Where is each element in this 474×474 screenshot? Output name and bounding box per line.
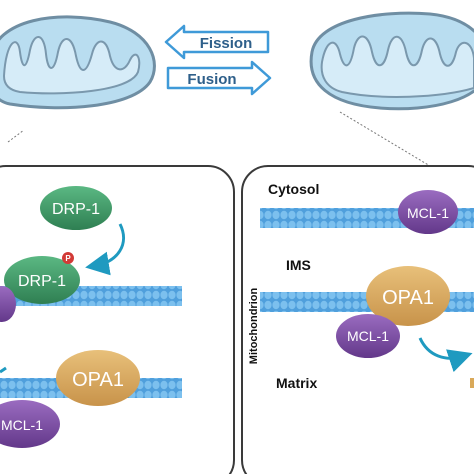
zoom-line-left: [7, 129, 25, 143]
curved-arrow-icon-right: [418, 337, 473, 373]
mcl1-inner-label: MCL-1: [347, 328, 389, 344]
opa1-left: OPA1: [56, 350, 140, 406]
fusion-label: Fusion: [187, 71, 236, 88]
curved-arrow-icon-left: [85, 223, 126, 276]
matrix-label: Matrix: [276, 375, 317, 391]
mcl1-partial-left: [0, 286, 16, 322]
fission-arrow-icon: Fission: [164, 24, 270, 60]
mitochondrion-icon-left: [0, 15, 156, 110]
mcl1-left: MCL-1: [0, 400, 60, 448]
mcl1-left-label: MCL-1: [1, 417, 43, 433]
drp1-bound-label: DRP-1: [18, 273, 66, 290]
phospho-label: P: [65, 254, 71, 263]
mcl1-outer-label: MCL-1: [407, 205, 449, 221]
mcl1-outer: MCL-1: [398, 190, 458, 234]
small-arrow-left: [0, 366, 7, 374]
mitochondrion-vertical-label: Mitochondrion: [248, 288, 260, 365]
mcl1-inner: MCL-1: [336, 314, 400, 358]
zoom-line-right: [339, 111, 431, 167]
opa1-right-label: OPA1: [382, 287, 434, 309]
phospho-badge: P: [62, 252, 74, 264]
drp1-bound: DRP-1: [4, 256, 80, 304]
fusion-arrow-icon: Fusion: [166, 60, 272, 96]
drp1-free-label: DRP-1: [52, 201, 100, 218]
partial-protein-right: [470, 378, 474, 388]
drp1-free: DRP-1: [40, 186, 112, 230]
ims-label: IMS: [286, 257, 311, 273]
opa1-left-label: OPA1: [72, 369, 124, 391]
right-panel: [241, 165, 474, 474]
mitochondrion-icon-right: [309, 11, 474, 111]
fission-label: Fission: [200, 35, 253, 52]
opa1-right: OPA1: [366, 266, 450, 326]
left-panel: [0, 165, 235, 474]
cytosol-label: Cytosol: [268, 181, 319, 197]
